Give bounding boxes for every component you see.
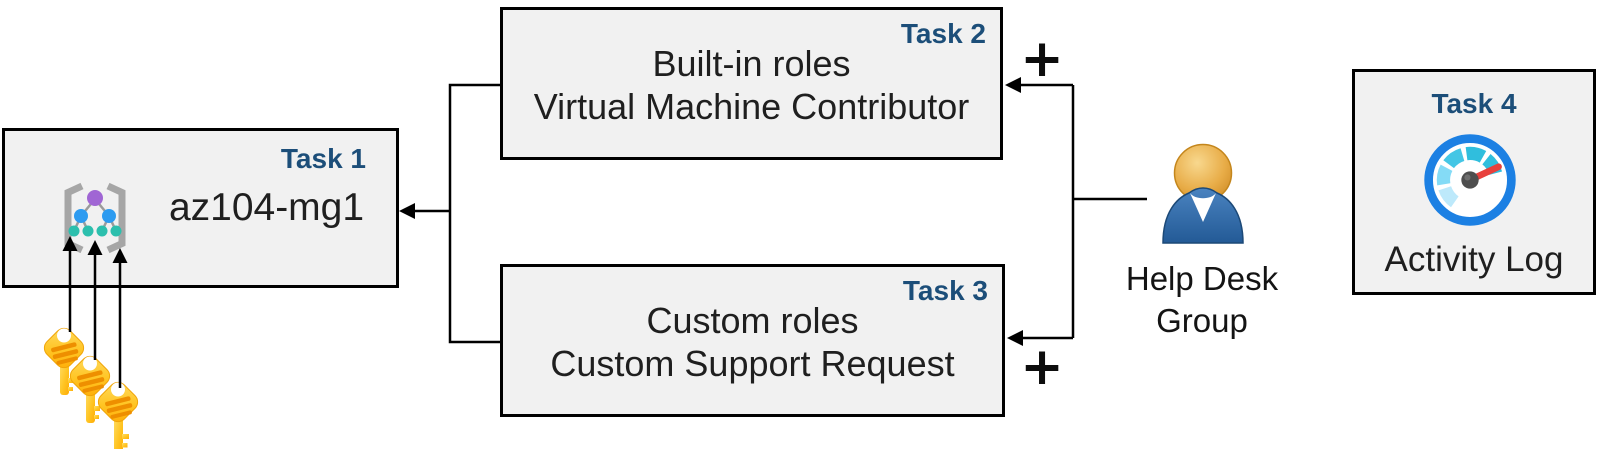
task3-line1: Custom roles	[646, 300, 859, 341]
person-collar	[1190, 193, 1216, 222]
activity-log-label: Activity Log	[1384, 240, 1564, 279]
help-desk-group-label: Help Desk Group	[1105, 258, 1299, 342]
management-group-icon	[64, 182, 126, 254]
plus-icon-bottom: +	[1020, 337, 1064, 397]
user-icon	[1162, 143, 1244, 244]
help-desk-line2: Group	[1156, 302, 1248, 339]
task3-content: Custom roles Custom Support Request	[503, 267, 1002, 414]
key-icon	[43, 327, 85, 395]
plus-icon-top: +	[1020, 29, 1064, 89]
bracket-right	[106, 182, 126, 254]
key-icons	[43, 327, 139, 449]
task2-line2: Virtual Machine Contributor	[533, 86, 970, 127]
key-icon	[97, 381, 139, 449]
task1-label: Task 1	[280, 143, 366, 174]
gauge-segments	[1436, 146, 1503, 208]
management-group-name: az104-mg1	[168, 186, 365, 229]
arrowhead-to-task2	[1005, 77, 1021, 93]
task2-box: Task 2 Built-in roles Virtual Machine Co…	[500, 7, 1003, 160]
task3-box: Task 3 Custom roles Custom Support Reque…	[500, 264, 1005, 417]
gauge-hub	[1461, 171, 1479, 189]
key-icon	[69, 355, 111, 423]
task3-line2: Custom Support Request	[550, 343, 955, 384]
tree-nodes	[68, 190, 122, 237]
task3-label: Task 3	[902, 275, 988, 306]
task4-box: Task 4 Activity Log	[1352, 69, 1596, 295]
arrowhead-to-task1	[399, 203, 415, 219]
help-desk-line1: Help Desk	[1125, 260, 1279, 297]
activity-log-gauge-icon	[1424, 134, 1516, 226]
task4-label: Task 4	[1431, 88, 1517, 119]
task2-content: Built-in roles Virtual Machine Contribut…	[503, 10, 1000, 157]
task2-label: Task 2	[900, 18, 986, 49]
task2-line1: Built-in roles	[652, 43, 851, 84]
left-bracket-connector	[413, 83, 500, 344]
gauge-hub-highlight	[1464, 174, 1471, 181]
task1-box: Task 1 az104-mg1	[2, 128, 399, 288]
